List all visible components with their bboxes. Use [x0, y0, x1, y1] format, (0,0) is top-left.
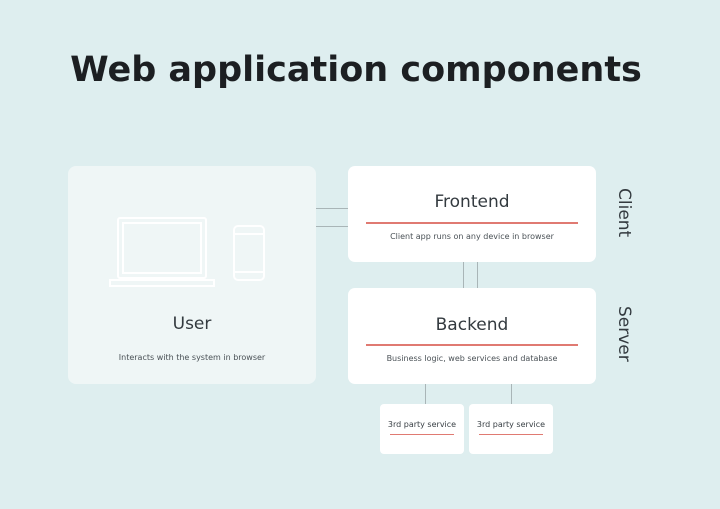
connector-frontend-backend-right: [477, 262, 478, 288]
frontend-accent-line: [366, 222, 578, 224]
connector-user-frontend-bottom: [316, 226, 348, 227]
backend-subtitle: Business logic, web services and databas…: [386, 354, 558, 363]
frontend-title: Frontend: [434, 192, 510, 212]
backend-box: Backend Business logic, web services and…: [348, 288, 596, 384]
third-party-accent-line: [479, 434, 543, 435]
client-tier-label: Client: [614, 188, 634, 238]
devices-icon: [109, 217, 265, 287]
connector-frontend-backend-left: [463, 262, 464, 288]
connector-backend-third2: [511, 384, 512, 404]
third-party-service-box: 3rd party service: [469, 404, 553, 454]
server-tier-label: Server: [614, 306, 634, 362]
backend-title: Backend: [435, 315, 509, 335]
phone-icon: [233, 225, 265, 281]
third-party-service-box: 3rd party service: [380, 404, 464, 454]
third-party-title: 3rd party service: [476, 420, 546, 429]
frontend-box: Frontend Client app runs on any device i…: [348, 166, 596, 262]
diagram-title: Web application components: [70, 50, 642, 90]
connector-user-frontend-top: [316, 208, 348, 209]
user-box: User Interacts with the system in browse…: [68, 166, 316, 384]
user-subtitle: Interacts with the system in browser: [118, 353, 266, 362]
frontend-subtitle: Client app runs on any device in browser: [390, 232, 554, 241]
connector-backend-third1: [425, 384, 426, 404]
user-title: User: [172, 314, 212, 334]
laptop-icon: [109, 217, 215, 287]
third-party-title: 3rd party service: [387, 420, 457, 429]
third-party-accent-line: [390, 434, 454, 435]
backend-accent-line: [366, 344, 578, 346]
